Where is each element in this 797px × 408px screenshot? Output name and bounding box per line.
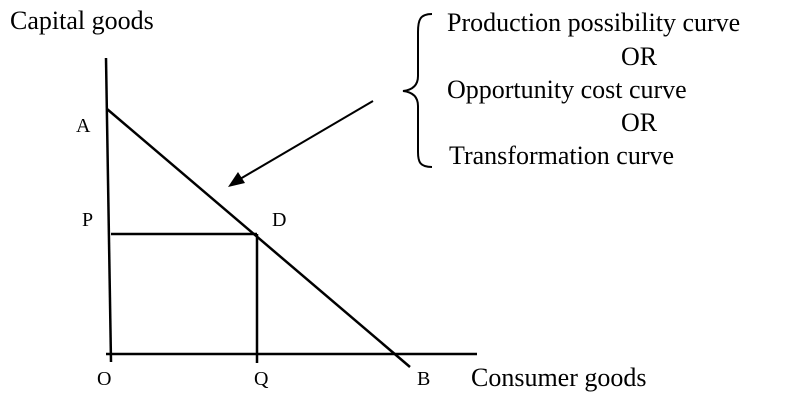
point-label-d: D bbox=[272, 209, 287, 231]
y-axis bbox=[104, 57, 113, 363]
arrow-head-icon bbox=[228, 172, 245, 187]
point-label-p: P bbox=[82, 209, 94, 231]
point-label-b: B bbox=[417, 368, 431, 390]
annotation-line-1: Production possibility curve bbox=[447, 8, 741, 37]
point-label-o: O bbox=[97, 368, 112, 390]
point-label-q: Q bbox=[254, 368, 269, 390]
annotation-or-1: OR bbox=[621, 42, 658, 71]
y-axis-label: Capital goods bbox=[10, 6, 154, 35]
x-axis-label: Consumer goods bbox=[471, 363, 647, 392]
point-label-a: A bbox=[76, 115, 91, 137]
annotation-line-3: Transformation curve bbox=[449, 141, 675, 170]
pointer-arrow-shaft bbox=[239, 100, 374, 180]
annotation-or-2: OR bbox=[621, 108, 658, 137]
annotation-line-2: Opportunity cost curve bbox=[447, 75, 687, 104]
curly-brace bbox=[402, 13, 433, 168]
ppc-line bbox=[106, 108, 411, 368]
